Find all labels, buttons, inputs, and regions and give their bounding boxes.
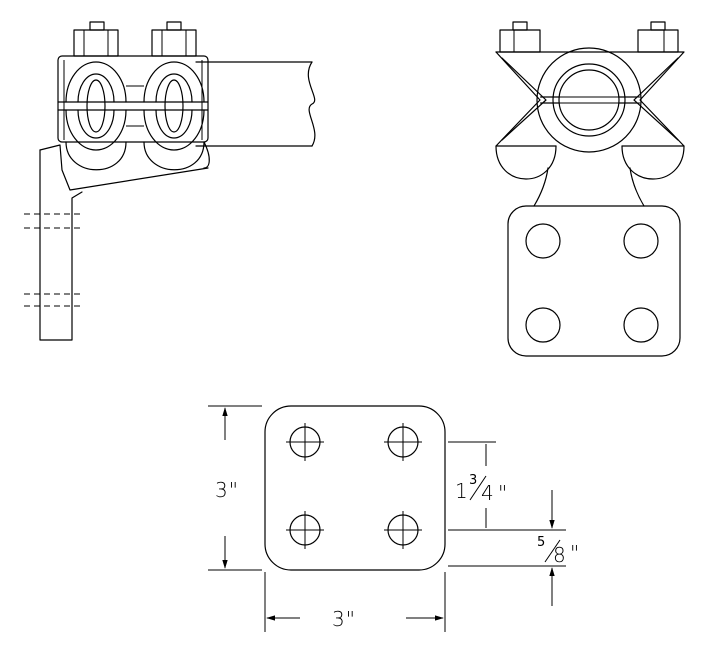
hole-bottom-left xyxy=(286,511,324,549)
front-bolt-left xyxy=(499,21,541,53)
edge-offset-denominator: 8 xyxy=(553,543,567,567)
height-label: 3" xyxy=(215,478,239,502)
hole-spacing-denominator: 4 xyxy=(481,481,495,505)
front-view xyxy=(495,21,685,357)
edge-offset-dimension: 5 8 " xyxy=(448,490,580,606)
hole-top-right xyxy=(384,423,422,461)
height-dimension: 3" xyxy=(208,405,262,571)
hole-spacing-numerator: 3 xyxy=(469,473,477,488)
hole-top-left xyxy=(286,423,324,461)
width-label: 3" xyxy=(332,607,356,631)
edge-offset-unit: " xyxy=(570,541,580,565)
hole-spacing-whole: 1 xyxy=(455,479,469,503)
hole-bottom-right xyxy=(384,511,422,549)
front-bolt-right xyxy=(637,21,679,53)
bolt-head-right xyxy=(151,21,197,57)
width-dimension: 3" xyxy=(264,572,446,632)
side-view xyxy=(24,21,316,341)
edge-offset-numerator: 5 xyxy=(537,535,545,550)
pipe xyxy=(195,61,316,147)
hole-spacing-dimension: 1 3 4 " xyxy=(448,441,566,531)
pad-plan-view: 3" 3" 1 3 4 " 5 8 xyxy=(208,405,580,632)
bolt-head-left xyxy=(73,21,119,57)
clamp-body xyxy=(57,55,209,151)
hole-spacing-unit: " xyxy=(498,481,508,505)
clamp-lobes xyxy=(65,141,210,171)
tongue xyxy=(24,144,209,341)
